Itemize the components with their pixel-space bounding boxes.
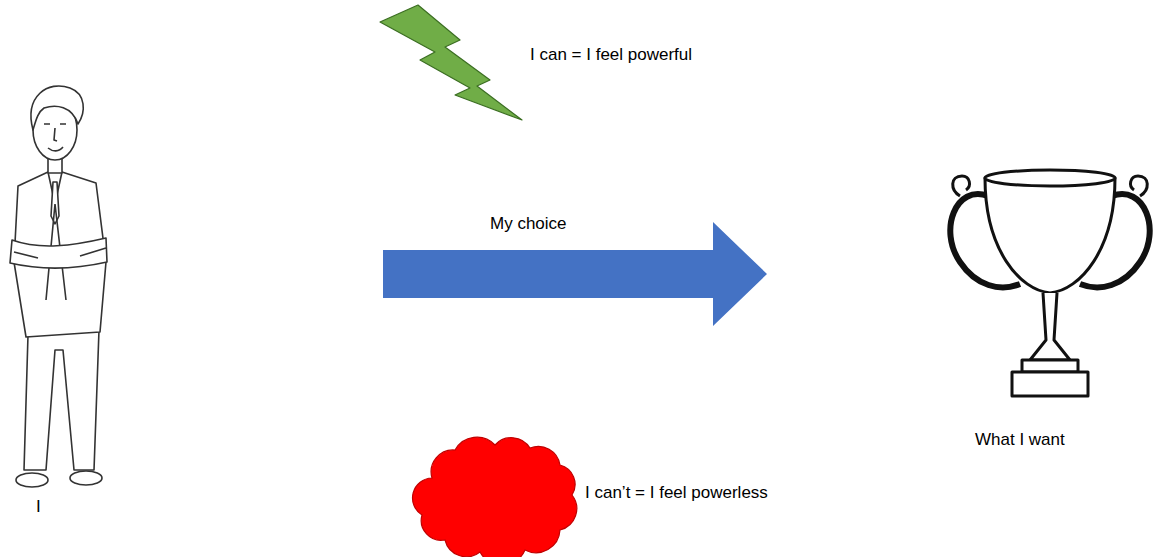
hair [31, 86, 83, 130]
trophy-cup [950, 170, 1149, 396]
right-curl [1131, 176, 1148, 196]
left-curl [953, 176, 970, 196]
right-shoe [70, 471, 102, 485]
person-node: I [0, 70, 383, 530]
node-text: I can = I feel powerful [530, 45, 692, 65]
lightning-bolt [380, 5, 522, 120]
trousers [24, 330, 99, 470]
cup-plinth [1022, 360, 1078, 372]
goal-node: What I want [767, 150, 1169, 460]
arrow-label: My choice [490, 214, 567, 234]
arm-folds [14, 248, 106, 258]
face [44, 124, 66, 151]
crossed-arms [10, 238, 107, 268]
block-arrow [383, 222, 767, 326]
tie [51, 182, 59, 224]
powerless-node: I can’t = I feel powerless [410, 430, 860, 557]
node-text: What I want [975, 430, 1065, 450]
node-text: I can’t = I feel powerless [585, 483, 768, 503]
red-cloud [413, 437, 577, 557]
cup-rim [985, 170, 1115, 186]
node-text: I [36, 497, 41, 517]
cup-base [1012, 372, 1088, 396]
left-shoe [16, 473, 48, 487]
person-figure [10, 86, 107, 487]
cup-bowl [985, 178, 1115, 293]
cup-stem [1030, 293, 1070, 360]
powerful-node: I can = I feel powerful [375, 0, 775, 130]
